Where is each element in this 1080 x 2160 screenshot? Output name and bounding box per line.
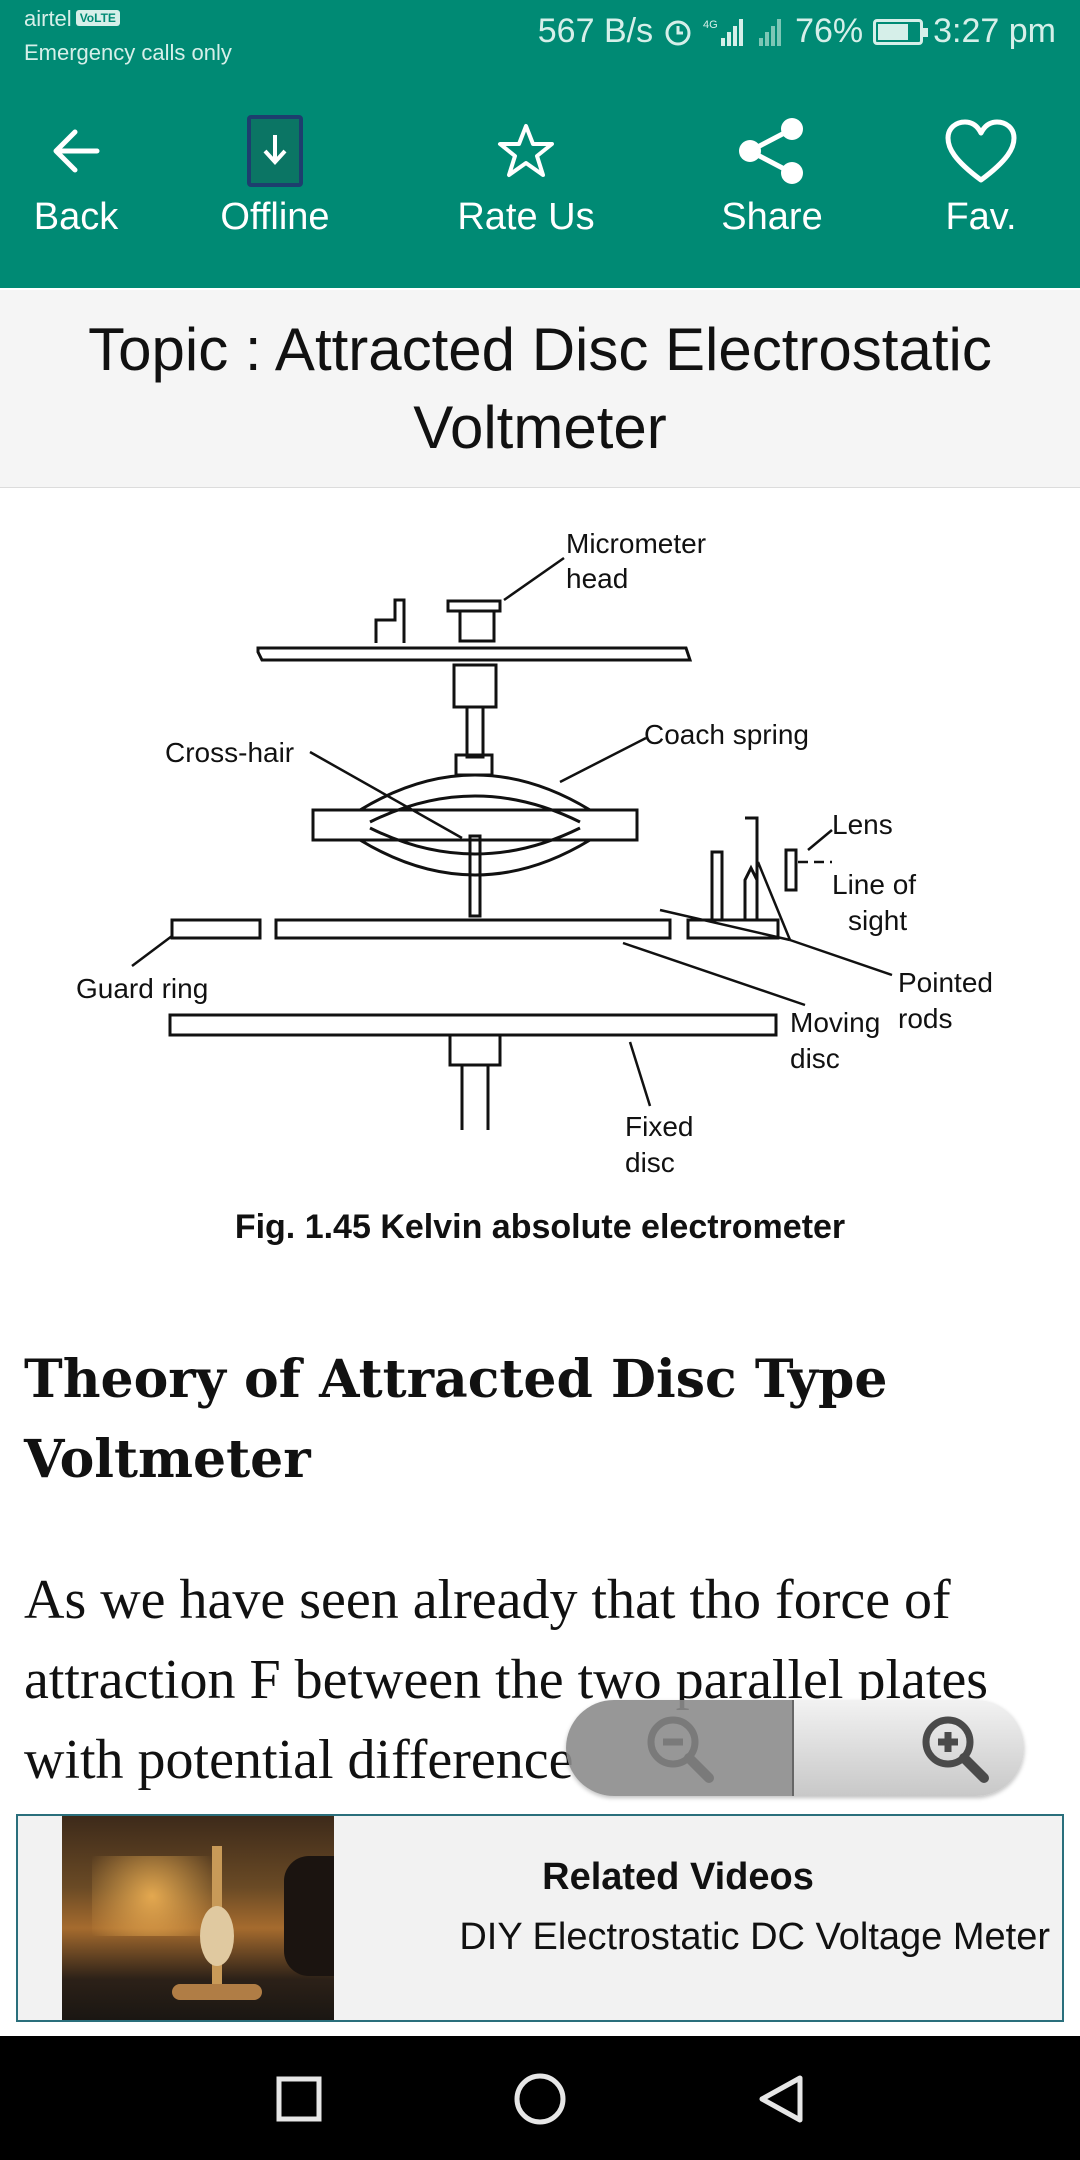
signal-2-icon [759,18,782,46]
related-video-name[interactable]: DIY Electrostatic DC Voltage Meter [459,1916,1050,1958]
share-icon [739,118,803,184]
label-fixed-disc: disc [625,1147,675,1178]
label-line-of: Line of [832,869,916,900]
label-micrometer: Micrometer [566,528,706,559]
figure-caption: Fig. 1.45 Kelvin absolute electrometer [234,1208,846,1246]
label-lens: Lens [832,809,893,840]
zoom-control [566,1700,1024,1796]
article-paragraph: As we have seen already that tho force o… [24,1569,989,1791]
clock: 3:27 pm [933,12,1056,50]
related-videos-title: Related Videos [542,1856,814,1898]
heart-icon [945,119,1017,183]
emergency-text: Emergency calls only [24,40,232,65]
offline-label: Offline [220,196,330,238]
label-guard-ring: Guard ring [76,973,208,1004]
triangle-back-icon [759,2075,803,2123]
label-fixed: Fixed [625,1111,693,1142]
zoom-in-button[interactable] [794,1700,1024,1796]
kelvin-electrometer-diagram: Micrometer head Cross-hair Coach spring … [76,528,993,1178]
label-sight: sight [848,905,907,936]
offline-button[interactable]: Offline [185,112,365,239]
top-toolbar: Back Offline Rate Us Share Fav. [0,72,1080,288]
fav-label: Fav. [945,196,1017,238]
rate-us-label: Rate Us [457,196,595,238]
circle-icon [514,2073,566,2125]
rate-us-button[interactable]: Rate Us [436,112,616,239]
recents-button[interactable] [264,2064,334,2134]
label-moving: Moving [790,1007,880,1038]
download-icon [247,115,303,187]
zoom-in-icon [922,1716,989,1783]
zoom-out-icon [647,1716,714,1783]
label-rods: rods [898,1003,952,1034]
fav-button[interactable]: Fav. [891,112,1071,239]
video-thumbnail[interactable] [62,1816,334,2020]
label-cross-hair: Cross-hair [165,737,294,768]
status-indicators: 567 B/s 4G 76% 3:27 pm [538,12,1056,51]
star-icon [498,124,554,177]
label-coach-spring: Coach spring [644,719,809,750]
related-videos-card[interactable]: Related Videos DIY Electrostatic DC Volt… [16,1814,1064,2022]
label-head: head [566,563,628,594]
volte-badge: VoLTE [75,10,120,26]
back-nav-button[interactable] [746,2064,816,2134]
label-pointed: Pointed [898,967,993,998]
battery-icon [873,18,929,45]
section-heading: Theory of Attracted Disc Type Voltmeter [24,1349,888,1490]
home-button[interactable] [505,2064,575,2134]
zoom-out-button[interactable] [566,1700,794,1796]
arrow-left-icon [53,129,100,173]
signal-icon: 4G [703,18,744,46]
label-moving-disc: disc [790,1043,840,1074]
carrier-text: airtel [24,6,72,31]
svg-text:4G: 4G [703,19,718,31]
topic-title: Topic : Attracted Disc Electrostatic Vol… [0,290,1080,488]
back-label: Back [33,196,119,238]
alarm-icon [665,20,691,45]
network-speed: 567 B/s [537,12,654,50]
battery-percent: 76% [795,12,864,50]
share-button[interactable]: Share [682,112,862,239]
back-button[interactable]: Back [0,112,166,239]
navigation-bar [0,2036,1080,2160]
share-label: Share [721,196,823,238]
square-icon [276,2076,322,2122]
